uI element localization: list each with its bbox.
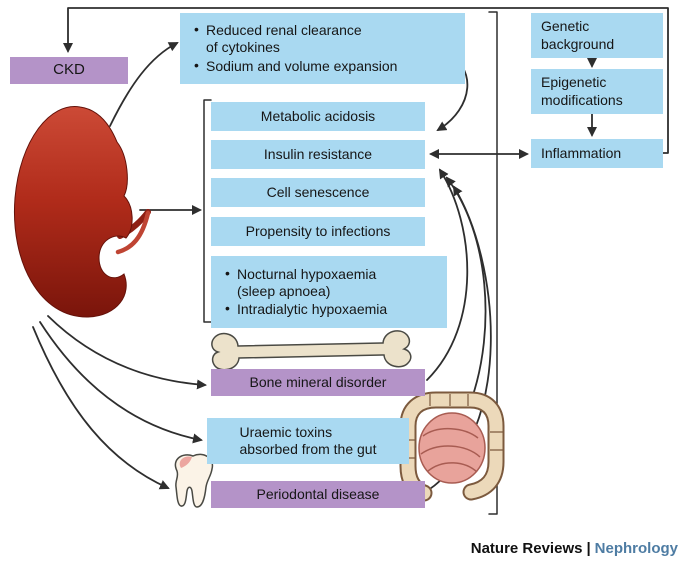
- node-propensity-to-infections: Propensity to infections: [211, 217, 425, 246]
- bullet-list: Nocturnal hypoxaemia (sleep apnoea) Intr…: [225, 265, 387, 319]
- bracket-middle-column: [203, 99, 212, 323]
- node-uraemic-toxins: Uraemic toxins absorbed from the gut: [207, 418, 409, 464]
- arrow-kidney-to-clearance: [109, 42, 179, 127]
- brand-name: Nature Reviews: [470, 540, 583, 557]
- node-bone-mineral-disorder: Bone mineral disorder: [211, 369, 425, 396]
- bullet-item: Reduced renal clearance of cytokines: [194, 21, 397, 56]
- node-cell-senescence: Cell senescence: [211, 178, 425, 207]
- node-hypoxaemia: Nocturnal hypoxaemia (sleep apnoea) Intr…: [211, 256, 447, 328]
- intestine-illustration: [399, 391, 505, 502]
- arrow-gut-to-insulin: [445, 176, 487, 399]
- node-renal-clearance: Reduced renal clearance of cytokines Sod…: [180, 13, 465, 84]
- node-metabolic-acidosis: Metabolic acidosis: [211, 102, 425, 131]
- node-epigenetic-modifications: Epigenetic modifications: [531, 69, 663, 114]
- bullet-list: Reduced renal clearance of cytokines Sod…: [194, 21, 397, 75]
- bullet-item: Nocturnal hypoxaemia (sleep apnoea): [225, 265, 387, 300]
- bullet-item: Sodium and volume expansion: [194, 57, 397, 75]
- node-periodontal-disease: Periodontal disease: [211, 481, 425, 508]
- bullet-item: Intradialytic hypoxaemia: [225, 300, 387, 318]
- node-inflammation: Inflammation: [531, 139, 663, 168]
- arrow-kidney-to-gut: [39, 321, 203, 444]
- node-insulin-resistance: Insulin resistance: [211, 140, 425, 169]
- arrow-periodontal-to-insulin: [426, 185, 492, 492]
- arrow-kidney-to-tooth: [32, 326, 170, 490]
- journal-footer: Nature Reviews|Nephrology: [471, 540, 678, 557]
- separator: |: [586, 540, 591, 557]
- arrow-kidney-to-bone: [47, 315, 207, 390]
- bone-illustration: [211, 330, 412, 371]
- node-ckd: CKD: [10, 57, 128, 84]
- node-genetic-background: Genetic background: [531, 13, 663, 58]
- bracket-right: [488, 11, 498, 515]
- kidney-illustration: [13, 106, 151, 318]
- journal-name: Nephrology: [594, 540, 678, 557]
